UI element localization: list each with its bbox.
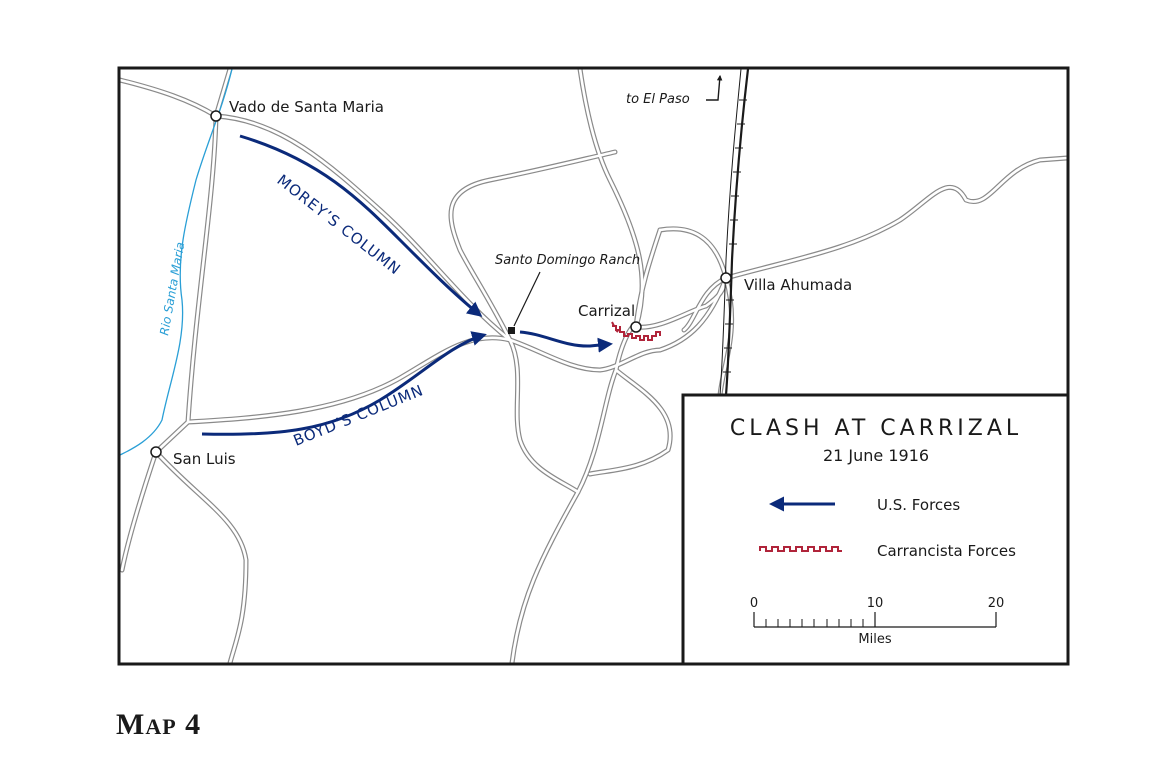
town-marker-carrizal — [630, 321, 642, 333]
label-boyd-column: BOYD’S COLUMN — [291, 381, 426, 450]
label-villa-ahumada: Villa Ahumada — [744, 276, 852, 294]
scale-label-0: 0 — [750, 596, 758, 611]
town-marker-san-luis — [150, 446, 162, 458]
label-to-el-paso: to El Paso — [626, 92, 690, 107]
scale-unit-label: Miles — [858, 632, 891, 647]
to-el-paso-arrow — [706, 74, 723, 101]
scale-label-20: 20 — [988, 596, 1005, 611]
carrancista-position — [611, 321, 661, 341]
scale-bar: 0 10 20 Miles — [750, 596, 1004, 647]
legend-date: 21 June 1916 — [823, 446, 929, 465]
label-carrizal: Carrizal — [578, 302, 635, 320]
label-vado: Vado de Santa Maria — [229, 98, 384, 116]
legend-carrancista-label: Carrancista Forces — [877, 542, 1016, 560]
boyd-column-arrow — [201, 331, 487, 436]
morey-column-arrow — [239, 134, 483, 317]
legend-title: CLASH AT CARRIZAL — [730, 416, 1022, 441]
ranch-marker — [508, 327, 515, 334]
scale-label-10: 10 — [867, 596, 884, 611]
railroad — [719, 69, 750, 396]
legend-carrancista-line — [759, 546, 842, 552]
ranch-to-carrizal-arrow — [519, 330, 613, 353]
caption-rest: AP — [145, 714, 177, 739]
caption-first-letter: M — [116, 708, 146, 741]
legend: CLASH AT CARRIZAL 21 June 1916 U.S. Forc… — [681, 393, 1070, 666]
map-frame — [117, 66, 1070, 666]
river — [120, 69, 233, 456]
town-marker-villa-ahumada — [720, 272, 732, 284]
label-san-luis: San Luis — [173, 450, 236, 468]
town-marker-vado — [210, 110, 222, 122]
map-caption: MAP 4 — [116, 708, 201, 742]
label-santo-domingo: Santo Domingo Ranch — [495, 253, 640, 268]
ranch-leader-line — [513, 271, 541, 327]
road-network — [120, 69, 1067, 663]
legend-us-label: U.S. Forces — [877, 496, 960, 514]
caption-number: 4 — [185, 708, 202, 741]
